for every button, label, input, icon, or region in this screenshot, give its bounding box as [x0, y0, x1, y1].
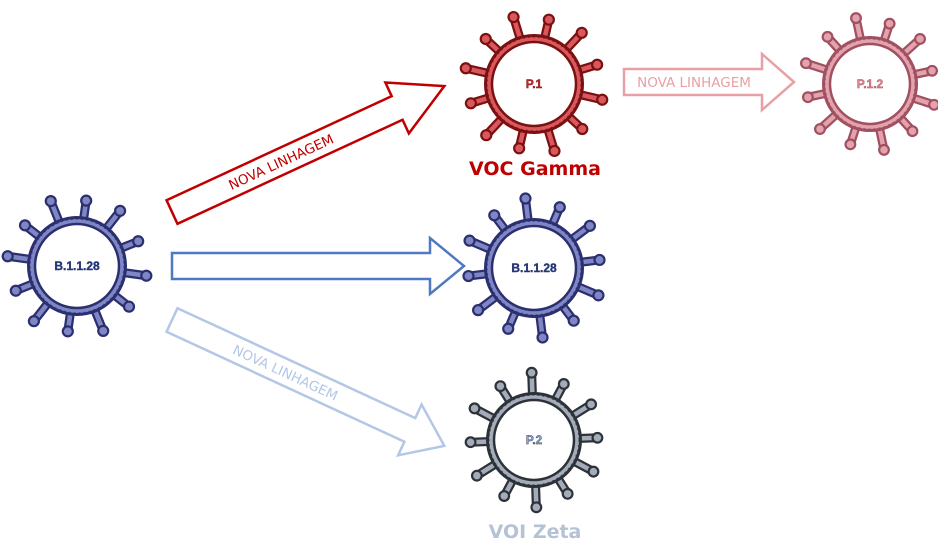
virus-b1128-child-spike-tip: [463, 234, 476, 247]
virus-p1-spike-tip: [542, 13, 555, 26]
virus-p2-spike-tip: [470, 469, 483, 482]
virus-p2-spike-tip: [557, 378, 570, 390]
virus-p2-spike-tip: [585, 398, 598, 411]
virus-p12-membrane-texture: [824, 38, 916, 130]
virus-b1128-origin-spike-tip: [122, 300, 136, 313]
virus-b1128-child-membrane-texture: [486, 220, 582, 316]
virus-p12-spike-tip: [906, 125, 919, 138]
virus-p1-spike-tip: [591, 58, 604, 71]
virus-p12-spike-tip: [814, 123, 826, 136]
virus-b1128-child-spike-tip: [502, 322, 515, 335]
virus-p1-spike-tip: [596, 93, 609, 106]
virus-p1-spike-tip: [459, 62, 472, 75]
virus-b1128-child-spike-tip: [536, 331, 549, 344]
virus-p12-label: P.1.2: [857, 77, 884, 91]
virus-b1128-origin-spike-tip: [61, 325, 74, 338]
virus-p2-spike-tip: [561, 487, 574, 500]
virus-b1128-origin-spike-tip: [27, 315, 41, 328]
virus-b1128-child-spike-tip: [471, 304, 485, 317]
virus-p2-label: P.2: [526, 433, 543, 447]
virus-p1-spike-tip: [464, 97, 477, 110]
virus-b1128-origin-spike-tip: [132, 235, 145, 248]
virus-p12-spike-tip: [821, 30, 834, 43]
virus-p2-spike-tip: [530, 501, 543, 514]
arrow-to-p1-shape: [164, 81, 447, 226]
virus-b1128-child-spike-tip: [488, 209, 501, 222]
virus-p2-membrane-texture: [488, 394, 580, 486]
virus-b1128-child-spike-tip: [592, 289, 605, 302]
arrow-to-b1128-shape: [170, 235, 466, 297]
virus-p2-spike-tip: [494, 380, 507, 393]
virus-p12-spike-tip: [878, 143, 890, 156]
virus-b1128-child-spike-tip: [593, 253, 606, 267]
virus-b1128-origin: B.1.1.28: [1, 194, 153, 338]
virus-p1-core: [490, 40, 578, 128]
virus-p1-spike-tip: [513, 142, 526, 155]
virus-p12-spike-tip: [800, 57, 812, 70]
virus-p12-spike-tip: [883, 17, 896, 30]
virus-p2-spike-tip: [498, 490, 511, 502]
virus-b1128-origin-spike-tip: [18, 219, 32, 232]
virus-p12-spike-tip: [926, 64, 938, 77]
caption-voi-zeta: VOI Zeta: [489, 521, 582, 543]
arrow-to-p2-shape: [164, 306, 447, 458]
virus-b1128-child: B.1.1.28: [462, 192, 606, 344]
virus-b1128-child-spike-tip: [567, 314, 580, 327]
virus-p12-spike-tip: [801, 91, 814, 104]
virus-b1128-child-spike-tip: [553, 201, 566, 214]
virus-b1128-origin-spike-tip: [1, 250, 14, 263]
caption-voc-gamma: VOC Gamma: [469, 158, 601, 180]
virus-b1128-child-spike-tip: [519, 192, 532, 205]
virus-p2-spike-tip: [525, 366, 538, 379]
virus-b1128-child-spike-tip: [462, 269, 475, 283]
virus-b1128-child-spike-tip: [583, 219, 597, 232]
virus-b1128-child-label: B.1.1.28: [511, 261, 557, 275]
virus-p1-spike-tip: [480, 129, 493, 142]
virus-b1128-origin-spike-tip: [113, 204, 127, 217]
virus-b1128-origin-core: [33, 222, 121, 310]
virus-p1-spike-tip: [479, 32, 492, 46]
virus-p1-spike-tip: [575, 26, 588, 39]
virus-b1128-origin-spike-tip: [9, 284, 22, 297]
arrow-to-p1: NOVA LINHAGEM: [164, 81, 447, 226]
virus-b1128-origin-spike-tip: [44, 194, 57, 208]
arrow-to-p12: NOVA LINHAGEM: [622, 51, 796, 113]
virus-p12-spike-tip: [928, 98, 938, 111]
virus-p2-spike-tip: [468, 402, 481, 415]
virus-p2-spike-tip: [464, 436, 477, 449]
virus-p1-spike-tip: [548, 144, 561, 158]
virus-p12-core: [828, 42, 912, 126]
virus-b1128-origin-spike-tip: [97, 324, 110, 338]
virus-p1-membrane-texture: [486, 36, 582, 132]
arrow-to-p1-label: NOVA LINHAGEM: [226, 131, 336, 193]
virus-p2-core: [492, 398, 576, 482]
virus-b1128-origin-label: B.1.1.28: [54, 259, 100, 273]
virus-p12: P.1.2: [800, 12, 938, 156]
arrow-to-p12-label: NOVA LINHAGEM: [637, 75, 751, 91]
virus-p1-spike-tip: [576, 122, 589, 136]
virus-p1: P.1: [459, 10, 609, 158]
arrow-to-p2-label: NOVA LINHAGEM: [230, 342, 340, 404]
virus-p12-spike-tip: [844, 138, 857, 151]
virus-p2: P.2: [464, 366, 604, 514]
virus-b1128-origin-spike-tip: [80, 194, 93, 207]
virus-b1128-origin-spike-tip: [140, 269, 153, 282]
virus-b1128-child-core: [490, 224, 578, 312]
arrow-to-p12-shape: [622, 51, 796, 113]
virus-p1-spike-tip: [507, 10, 520, 24]
arrow-to-p2: NOVA LINHAGEM: [164, 306, 447, 458]
virus-p2-spike-tip: [587, 465, 600, 478]
virus-p12-spike-tip: [850, 12, 862, 25]
arrow-to-b1128: [170, 235, 466, 297]
virus-p1-label: P.1: [526, 77, 543, 91]
virus-b1128-origin-membrane-texture: [29, 218, 125, 314]
virus-p12-spike-tip: [914, 32, 926, 45]
virus-p2-spike-tip: [591, 431, 604, 444]
